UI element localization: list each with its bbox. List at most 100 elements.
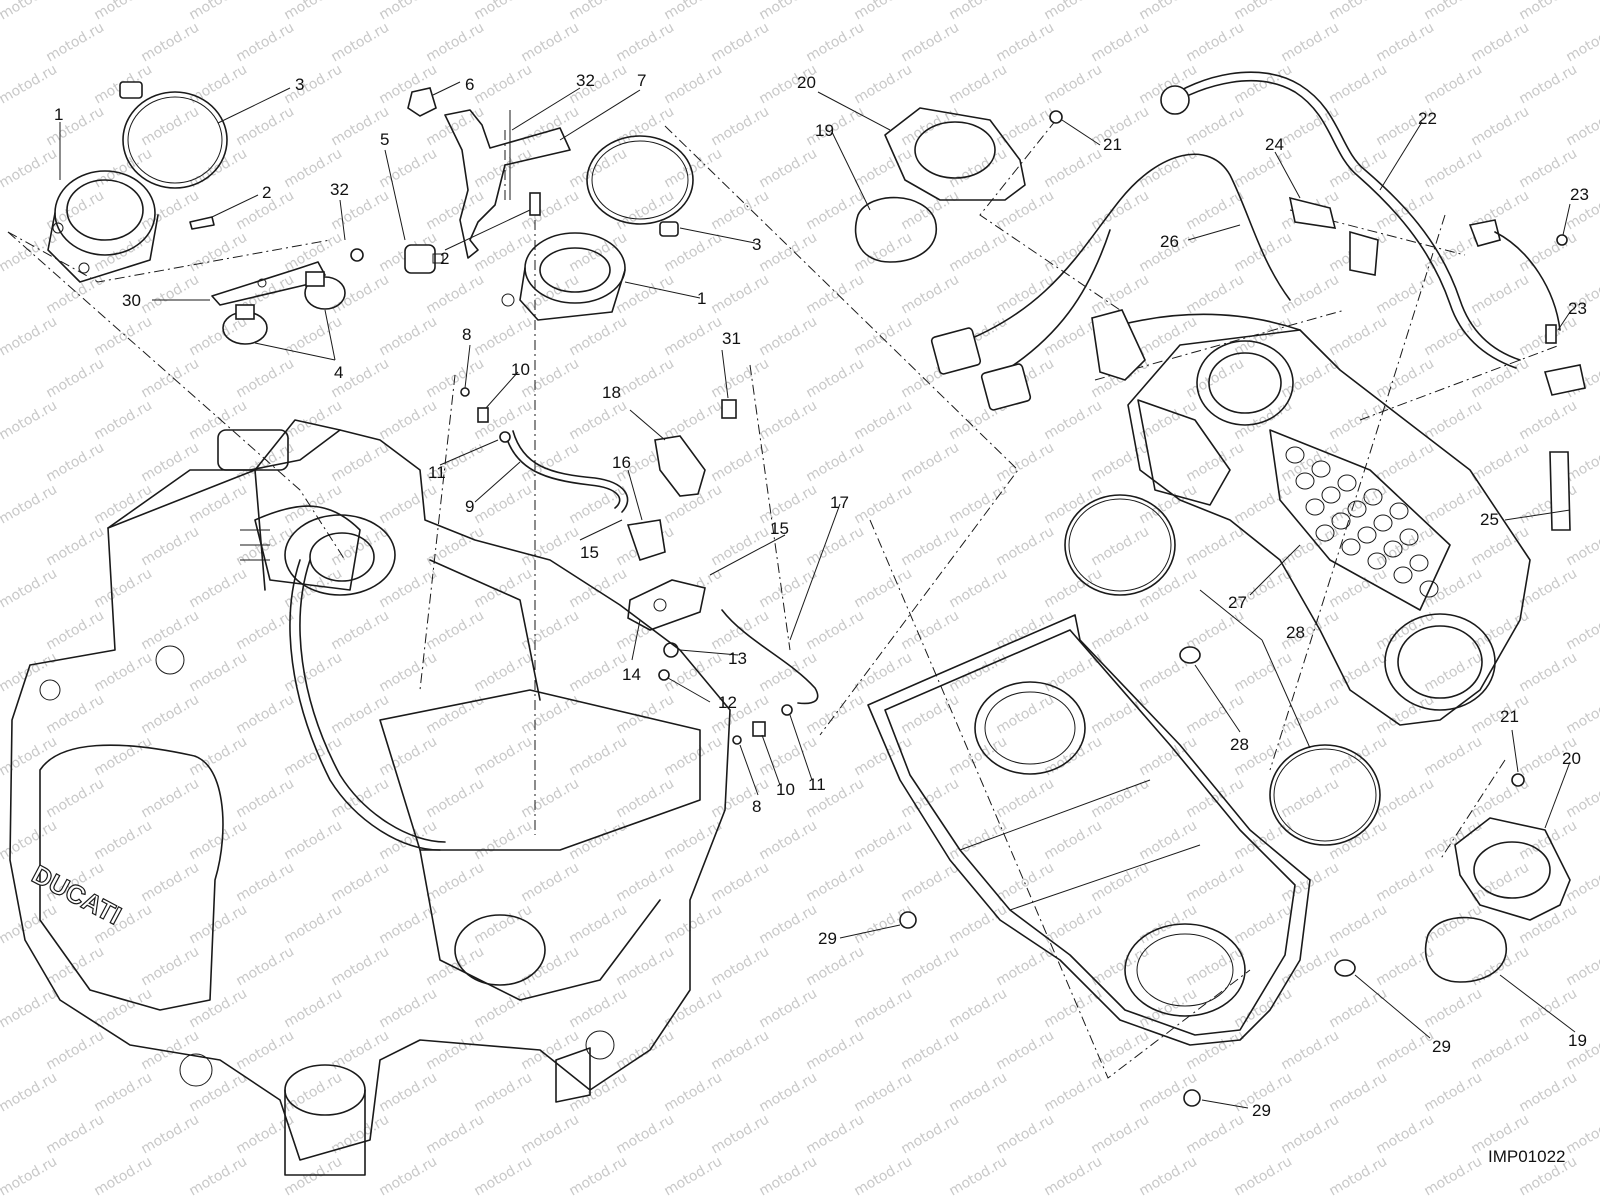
callout-6: 6	[465, 75, 474, 94]
watermark-text: motod.ru	[186, 817, 250, 863]
watermark-text: motod.ru	[1516, 817, 1580, 863]
watermark-text: motod.ru	[138, 943, 202, 989]
watermark-text: motod.ru	[1326, 0, 1390, 23]
watermark-text: motod.ru	[1136, 313, 1200, 359]
watermark-text: motod.ru	[993, 775, 1057, 821]
watermark-text: motod.ru	[138, 1111, 202, 1157]
watermark-text: motod.ru	[1326, 61, 1390, 107]
plate-14	[627, 579, 706, 631]
watermark-text: motod.ru	[471, 817, 535, 863]
watermark-text: motod.ru	[1468, 439, 1532, 485]
grommets-28-29	[899, 646, 1356, 1107]
watermark-text: motod.ru	[138, 775, 202, 821]
watermark-text: motod.ru	[756, 229, 820, 275]
watermark-text: motod.ru	[1183, 859, 1247, 905]
watermark-text: motod.ru	[1136, 985, 1200, 1031]
watermark-text: motod.ru	[946, 229, 1010, 275]
watermark-text: motod.ru	[851, 313, 915, 359]
watermark-text: motod.ru	[43, 103, 107, 149]
watermark-text: motod.ru	[661, 901, 725, 947]
callout-23: 23	[1568, 299, 1587, 318]
watermark-text: motod.ru	[43, 943, 107, 989]
bracket-30	[211, 261, 326, 306]
watermark-text: motod.ru	[1563, 607, 1600, 653]
watermark-text: motod.ru	[233, 1027, 297, 1073]
watermark-text: motod.ru	[1421, 649, 1485, 695]
watermark-text: motod.ru	[756, 0, 820, 23]
watermark-text: motod.ru	[803, 271, 867, 317]
watermark-text: motod.ru	[91, 1069, 155, 1115]
perforation-hole	[1373, 514, 1393, 532]
watermark-text: motod.ru	[43, 523, 107, 569]
watermark-text: motod.ru	[376, 0, 440, 23]
watermark-text: motod.ru	[1563, 103, 1600, 149]
watermark-text: motod.ru	[756, 733, 820, 779]
watermark-text: motod.ru	[851, 817, 915, 863]
watermark-text: motod.ru	[946, 817, 1010, 863]
watermark-text: motod.ru	[1088, 1111, 1152, 1157]
watermark-text: motod.ru	[43, 19, 107, 65]
watermark-text: motod.ru	[1231, 145, 1295, 191]
watermark-text: motod.ru	[43, 691, 107, 737]
watermark-text: motod.ru	[43, 1111, 107, 1157]
watermark-text: motod.ru	[566, 733, 630, 779]
watermark-text: motod.ru	[43, 355, 107, 401]
screw-2-left	[189, 216, 215, 230]
watermark-text: motod.ru	[186, 313, 250, 359]
callout-4: 4	[334, 363, 343, 382]
watermark-text: motod.ru	[281, 229, 345, 275]
callout-2: 2	[262, 183, 271, 202]
callout-26: 27	[1228, 593, 1247, 612]
watermark-text: motod.ru	[993, 103, 1057, 149]
watermark-text: motod.ru	[138, 271, 202, 317]
watermark-text: motod.ru	[1088, 19, 1152, 65]
watermark-text: motod.ru	[1183, 19, 1247, 65]
callout-24: 24	[1265, 135, 1284, 154]
watermark-text: motod.ru	[518, 19, 582, 65]
watermark-text: motod.ru	[756, 397, 820, 443]
watermark-text: motod.ru	[1563, 691, 1600, 737]
perforation-hole	[1399, 528, 1419, 546]
watermark-text: motod.ru	[803, 523, 867, 569]
watermark-text: motod.ru	[851, 1153, 915, 1199]
watermark-text: motod.ru	[423, 523, 487, 569]
watermark-text: motod.ru	[376, 397, 440, 443]
callout-12: 12	[718, 693, 737, 712]
watermark-text: motod.ru	[1278, 271, 1342, 317]
callout-19: 19	[815, 121, 834, 140]
watermark-text: motod.ru	[898, 691, 962, 737]
watermark-text: motod.ru	[1373, 1027, 1437, 1073]
watermark-text: motod.ru	[1278, 103, 1342, 149]
watermark-text: motod.ru	[471, 0, 535, 23]
watermark-text: motod.ru	[898, 1111, 962, 1157]
watermark-text: motod.ru	[1373, 859, 1437, 905]
o-ring-19-bottom	[1424, 916, 1508, 983]
watermark-text: motod.ru	[471, 481, 535, 527]
watermark-text: motod.ru	[0, 145, 60, 191]
watermark-text: motod.ru	[518, 103, 582, 149]
watermark-text: motod.ru	[803, 1027, 867, 1073]
watermark-text: motod.ru	[661, 817, 725, 863]
watermark-text: motod.ru	[423, 859, 487, 905]
throttle-flange-left	[47, 170, 159, 283]
watermark-text: motod.ru	[1041, 817, 1105, 863]
watermark-text: motod.ru	[1516, 61, 1580, 107]
watermark-text: motod.ru	[91, 0, 155, 23]
watermark-text: motod.ru	[376, 985, 440, 1031]
watermark-text: motod.ru	[1516, 1069, 1580, 1115]
watermark-text: motod.ru	[0, 649, 60, 695]
watermark-text: motod.ru	[993, 187, 1057, 233]
callout-8: 8	[752, 797, 761, 816]
watermark-text: motod.ru	[708, 439, 772, 485]
watermark-text: motod.ru	[423, 691, 487, 737]
perforation-hole	[1341, 538, 1361, 556]
watermark-text: motod.ru	[518, 523, 582, 569]
watermark-text: motod.ru	[328, 19, 392, 65]
callout-32: 32	[330, 180, 349, 199]
perforation-hole	[1305, 498, 1325, 516]
watermark-text: motod.ru	[1278, 775, 1342, 821]
watermark-text: motod.ru	[566, 649, 630, 695]
watermark-text: motod.ru	[803, 355, 867, 401]
watermark-text: motod.ru	[518, 607, 582, 653]
callout-20: 20	[1562, 749, 1581, 768]
